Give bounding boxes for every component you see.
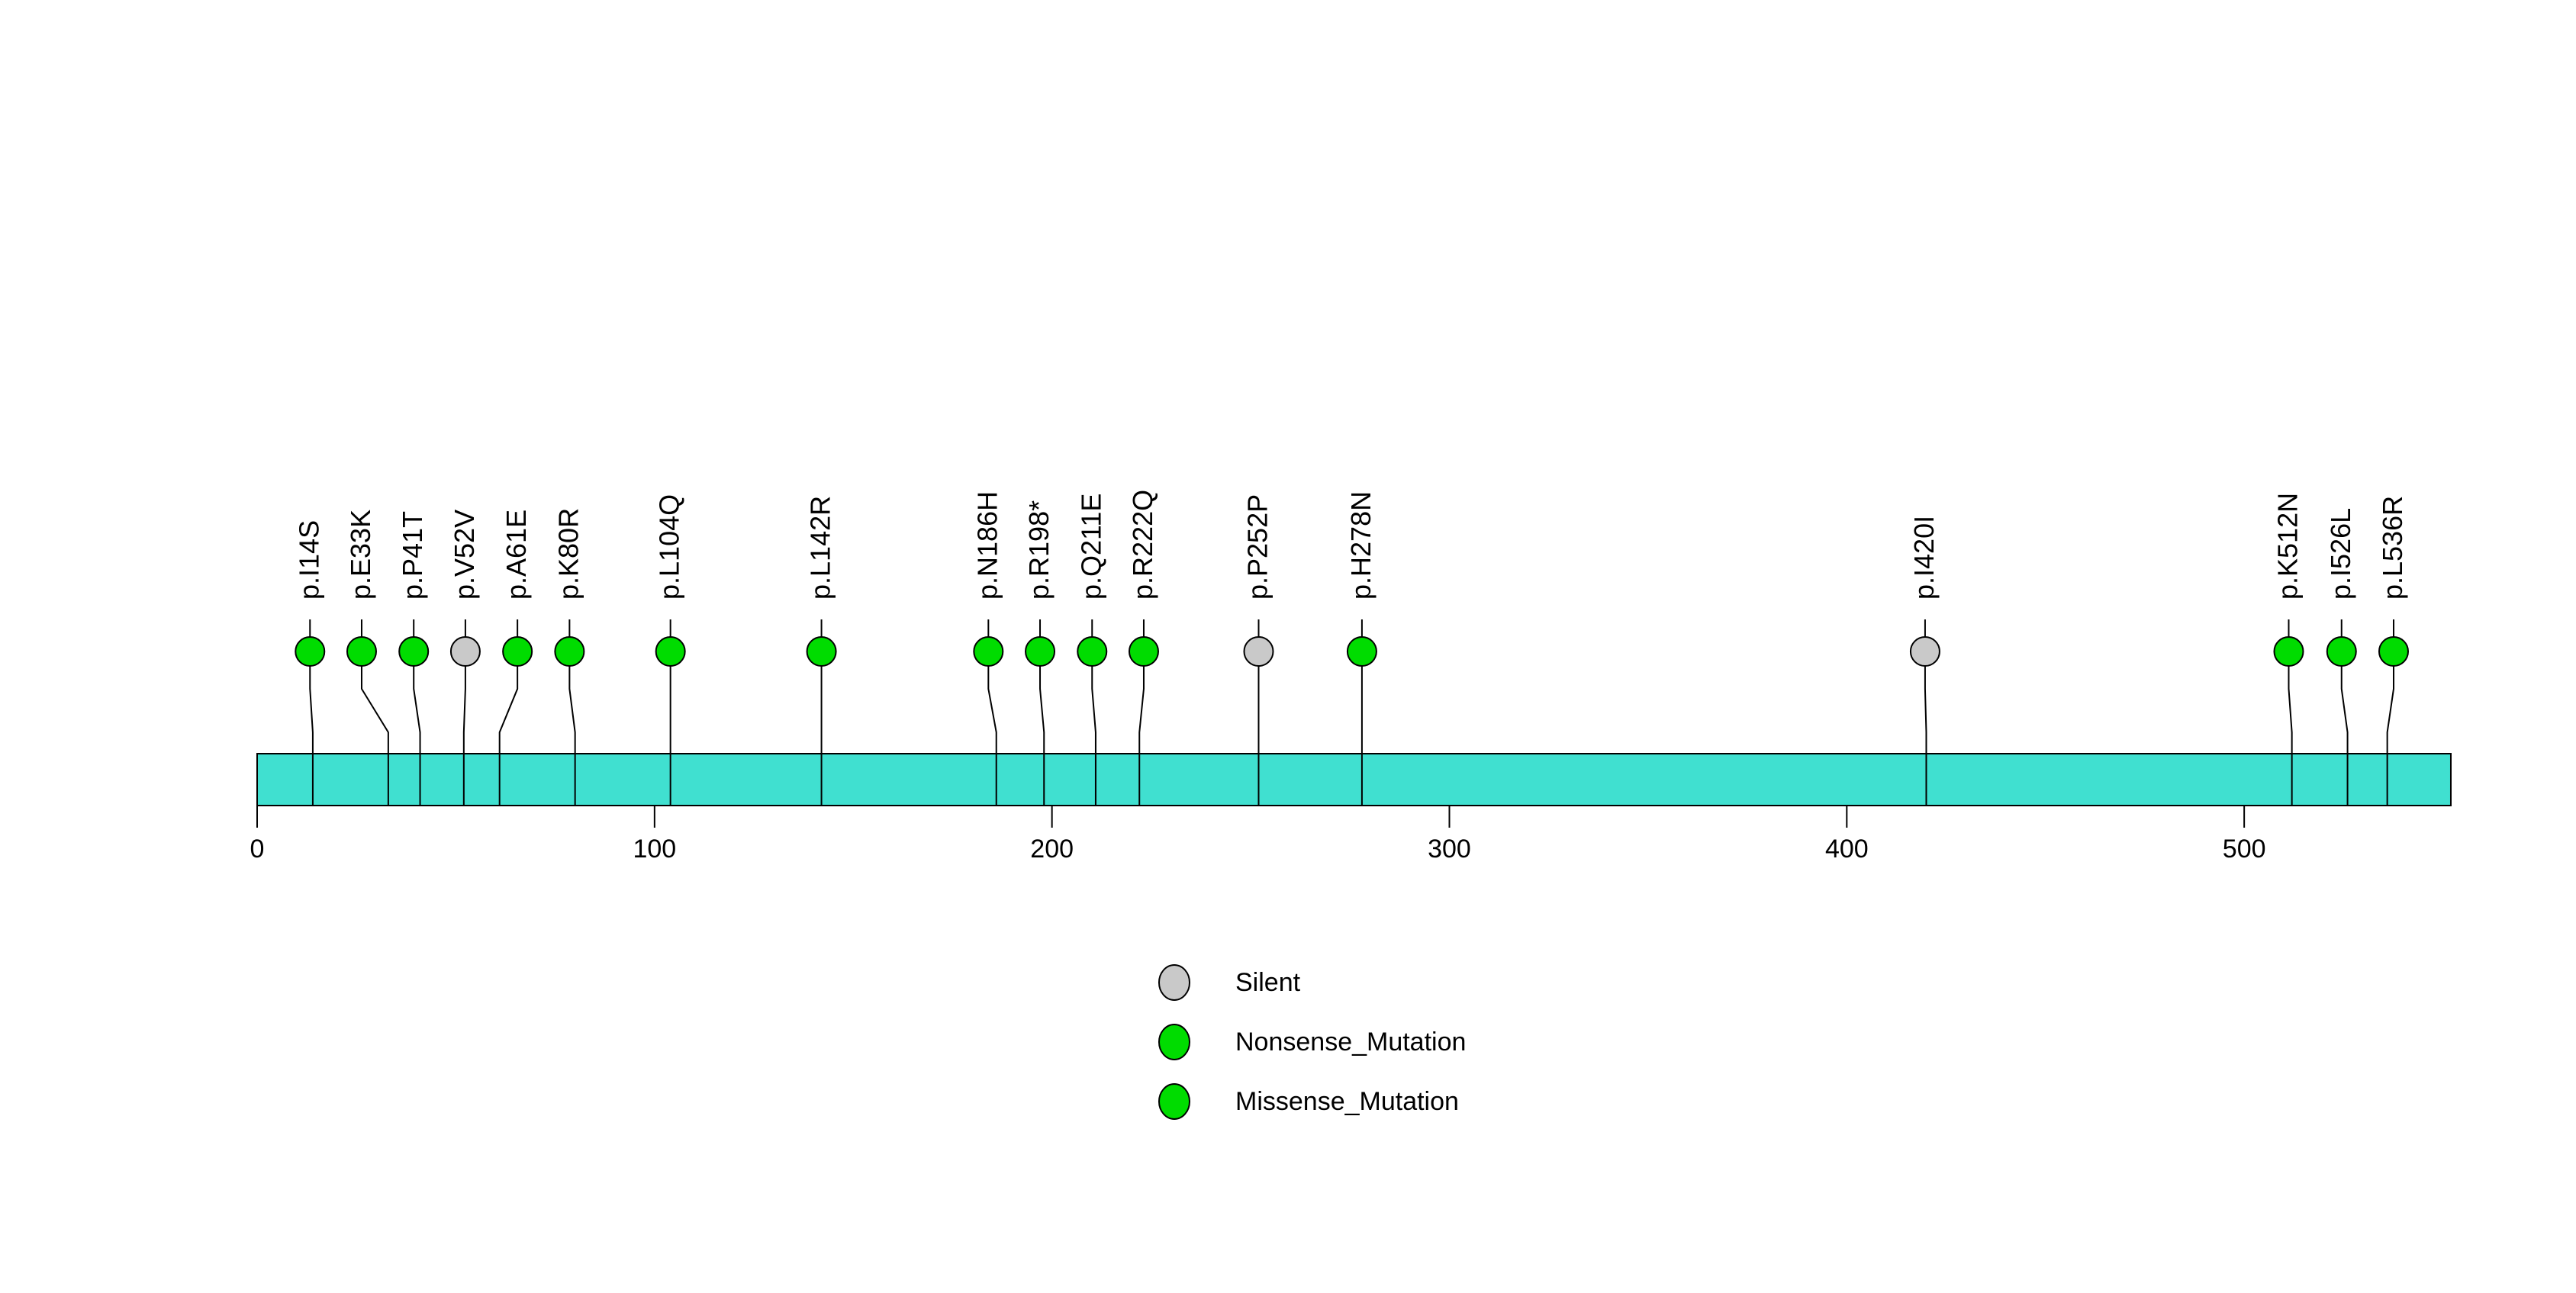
mutation-label: p.I420I <box>1908 516 1940 600</box>
mutation-label: p.R222Q <box>1127 490 1158 600</box>
lollipop-stem <box>2386 665 2394 806</box>
mutation-label: p.L142R <box>805 496 836 600</box>
mutation-label: p.V52V <box>449 510 480 600</box>
lollipop-marker <box>449 636 481 667</box>
lollipop-stem <box>462 665 466 806</box>
lollipop-marker <box>655 636 686 667</box>
lollipop-stem <box>1924 665 1927 806</box>
lollipop-marker <box>2378 636 2409 667</box>
lollipop-stem <box>2288 665 2293 806</box>
lollipop-marker <box>502 636 533 667</box>
x-axis: 0 100 200 300 400 500 <box>250 806 2266 864</box>
mutation-label: p.E33K <box>345 510 376 600</box>
lollipop-stem <box>360 665 389 806</box>
mutation-label: p.K512N <box>2272 493 2303 600</box>
lollipop-marker <box>295 636 326 667</box>
lollipop-stem <box>2340 665 2349 806</box>
protein-bar <box>256 753 2452 806</box>
mutation-label: p.K80R <box>552 508 584 600</box>
legend-marker <box>1158 964 1190 1001</box>
lollipop-marker <box>973 636 1004 667</box>
lollipop-marker <box>398 636 430 667</box>
mutation-label: p.N186H <box>971 491 1003 600</box>
lollipop-marker <box>346 636 377 667</box>
lollipop-stem <box>568 665 576 806</box>
lollipop-marker <box>806 636 837 667</box>
axis-tick-label: 0 <box>250 835 265 864</box>
mutation-label: p.L536R <box>2377 496 2408 600</box>
lollipop-marker <box>1909 636 1940 667</box>
mutation-label: p.A61E <box>501 510 532 600</box>
axis-tick-label: 400 <box>1825 835 1869 864</box>
lollipop-heads <box>295 636 2409 667</box>
axis-tick-label: 200 <box>1030 835 1074 864</box>
axis-tick-label: 500 <box>2223 835 2266 864</box>
lollipop-marker <box>2326 636 2357 667</box>
mutation-label: p.P252P <box>1241 494 1273 600</box>
lollipop-marker <box>1025 636 1056 667</box>
lollipop-stems <box>309 619 2394 806</box>
mutation-label: p.Q211E <box>1075 494 1106 600</box>
legend-label: Silent <box>1235 968 1301 997</box>
lollipop-stem <box>987 665 997 806</box>
legend-label: Nonsense_Mutation <box>1235 1028 1466 1057</box>
lollipop-stem <box>1138 665 1145 806</box>
legend-marker <box>1158 1024 1190 1060</box>
mutation-label: p.L104Q <box>654 494 685 600</box>
lollipop-marker <box>1128 636 1159 667</box>
mutation-label: p.P41T <box>397 511 428 600</box>
mutation-label: p.H278N <box>1345 491 1377 600</box>
lollipop-stem <box>309 665 314 806</box>
lollipop-marker <box>1346 636 1377 667</box>
axis-tick-label: 100 <box>633 835 676 864</box>
lollipop-stem <box>498 665 519 806</box>
mutation-label: p.R198* <box>1023 500 1055 600</box>
legend-label: Missense_Mutation <box>1235 1087 1459 1116</box>
lollipop-marker <box>1243 636 1274 667</box>
lollipop-stem <box>1039 665 1045 806</box>
lollipop-stem <box>413 665 421 806</box>
mutation-label: p.I526L <box>2325 508 2356 600</box>
axis-tick-label: 300 <box>1428 835 1471 864</box>
lollipop-stem <box>1091 665 1096 806</box>
lollipop-marker <box>2273 636 2304 667</box>
lollipop-marker <box>1077 636 1108 667</box>
legend-marker <box>1158 1083 1190 1120</box>
lollipop-marker <box>554 636 585 667</box>
mutation-labels: p.I14S p.E33K p.P41T p.V52V p.A61E p.K80R p.L1… <box>293 490 2408 600</box>
mutation-label: p.I14S <box>293 520 324 600</box>
